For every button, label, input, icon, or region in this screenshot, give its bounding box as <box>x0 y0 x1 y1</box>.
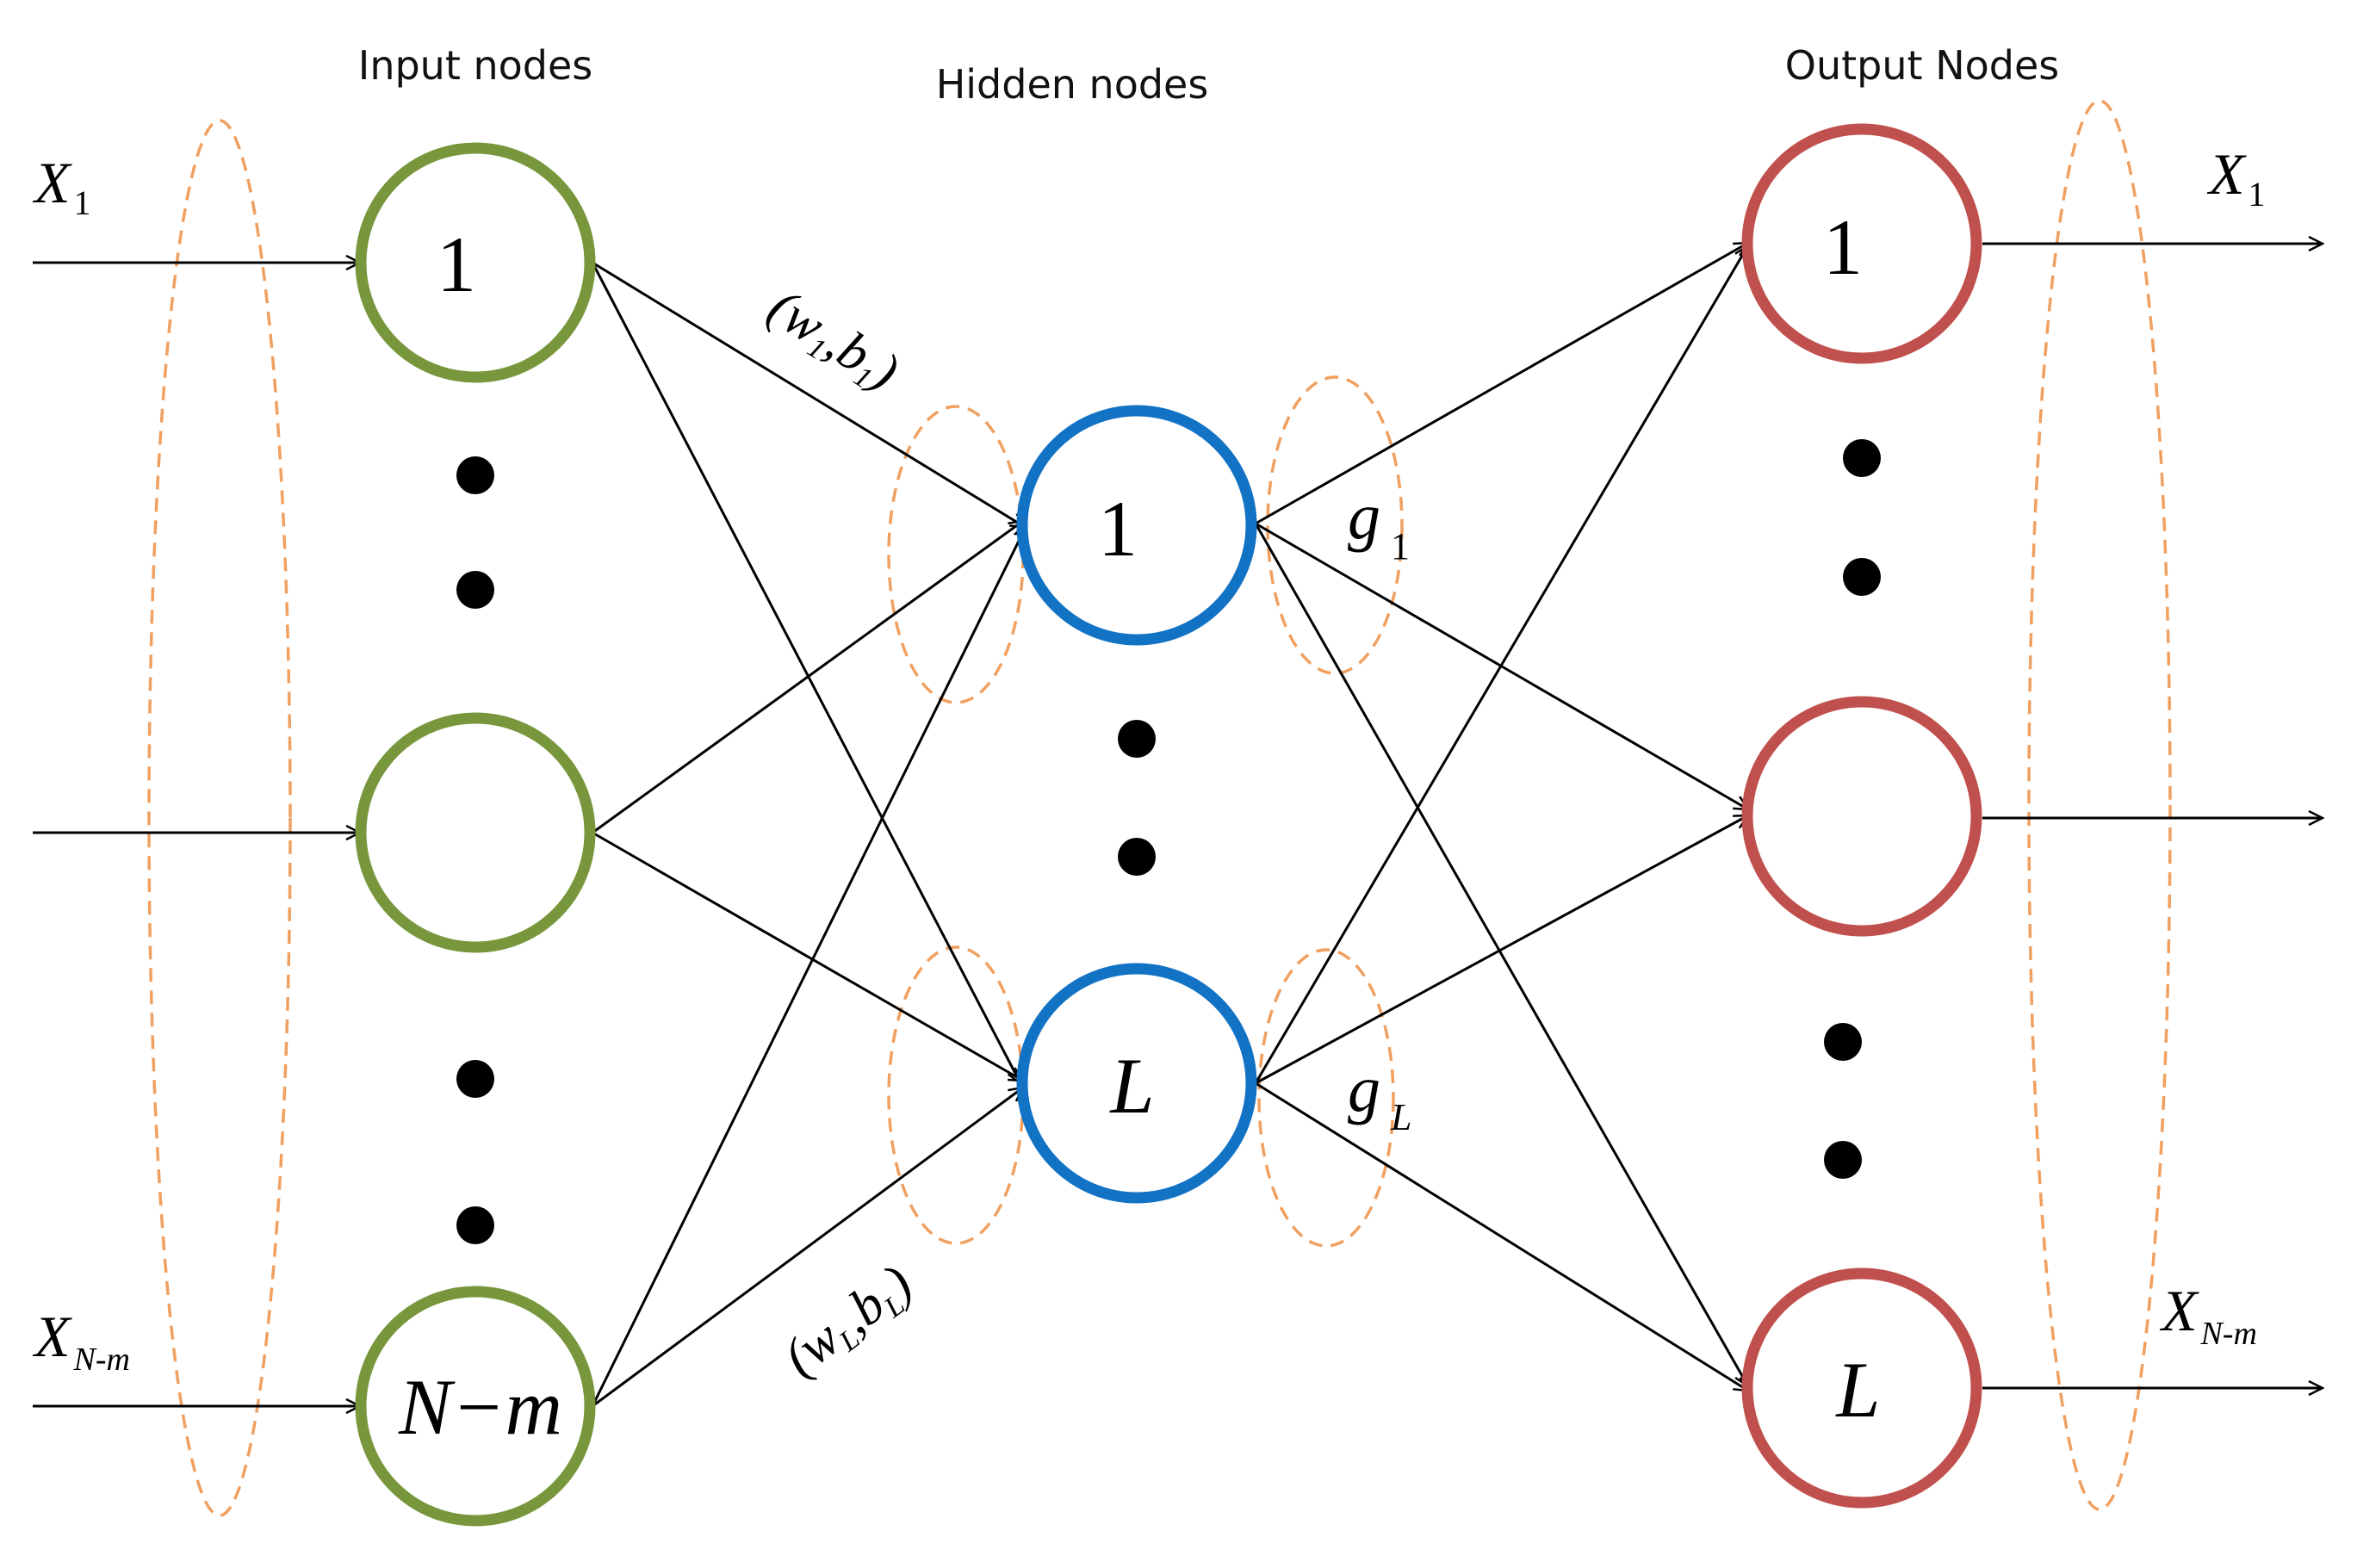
input-node-2 <box>355 712 596 953</box>
hidden-node-1-label: 1 <box>1098 485 1138 573</box>
input-node-n-label: N−m <box>398 1363 562 1451</box>
connection-inn-h1 <box>591 525 1027 1407</box>
connection-inn-hl <box>592 1088 1023 1408</box>
output-group-ellipse <box>2027 99 2172 1511</box>
connection-h1-out1 <box>1255 243 1748 525</box>
connection-in1-hl <box>591 262 1022 1083</box>
connection-hl-outn <box>1255 1081 1748 1391</box>
input-nodes-header: Input nodes <box>358 42 593 89</box>
input-ellipsis-dot <box>456 1060 494 1098</box>
activation-group-ellipse-l <box>1257 948 1395 1248</box>
output-ellipsis-dot <box>1843 558 1881 596</box>
output-ellipsis-dot <box>1824 1141 1862 1179</box>
input-node-1 <box>355 142 596 383</box>
output-node-2 <box>1741 696 1982 937</box>
output-nodes-header: Output Nodes <box>1785 42 2059 89</box>
weight-group-ellipse-1 <box>887 405 1025 704</box>
output-node-l-label: L <box>1834 1346 1880 1434</box>
output-node-n <box>1741 1267 1982 1509</box>
output-ellipsis-dot <box>1843 439 1881 477</box>
output-ellipsis-dot <box>1824 1023 1862 1061</box>
input-ellipsis-dot <box>456 1206 494 1244</box>
hidden-ellipsis-dot <box>1118 838 1156 876</box>
connection-h1-outn <box>1254 523 1748 1386</box>
output-node-1-label: 1 <box>1823 203 1863 291</box>
input-node-n <box>355 1286 596 1527</box>
input-group-ellipse <box>147 119 292 1517</box>
hidden-nodes-header: Hidden nodes <box>936 61 1209 108</box>
input-node-1-label: 1 <box>437 220 476 308</box>
hidden-ellipsis-dot <box>1118 720 1156 758</box>
hidden-node-l-label: L <box>1108 1042 1154 1130</box>
input-ellipsis-dot <box>456 456 494 494</box>
weight-label-l: (wL,bL) <box>773 1254 926 1390</box>
connection-in1-h1 <box>592 261 1025 527</box>
connection-in2-h1 <box>592 521 1023 834</box>
activation-group-ellipse-1 <box>1266 375 1404 675</box>
connection-hl-out1 <box>1254 245 1748 1084</box>
weight-group-ellipse-l <box>887 945 1025 1245</box>
weight-label-1: (w1,b1) <box>756 277 909 405</box>
connection-hl-out2 <box>1255 815 1748 1085</box>
input-ellipsis-dot <box>456 571 494 609</box>
hidden-node-1 <box>1016 405 1257 646</box>
hidden-node-l <box>1016 963 1257 1204</box>
output-node-1 <box>1741 123 1982 364</box>
connection-in2-hl <box>592 831 1023 1081</box>
